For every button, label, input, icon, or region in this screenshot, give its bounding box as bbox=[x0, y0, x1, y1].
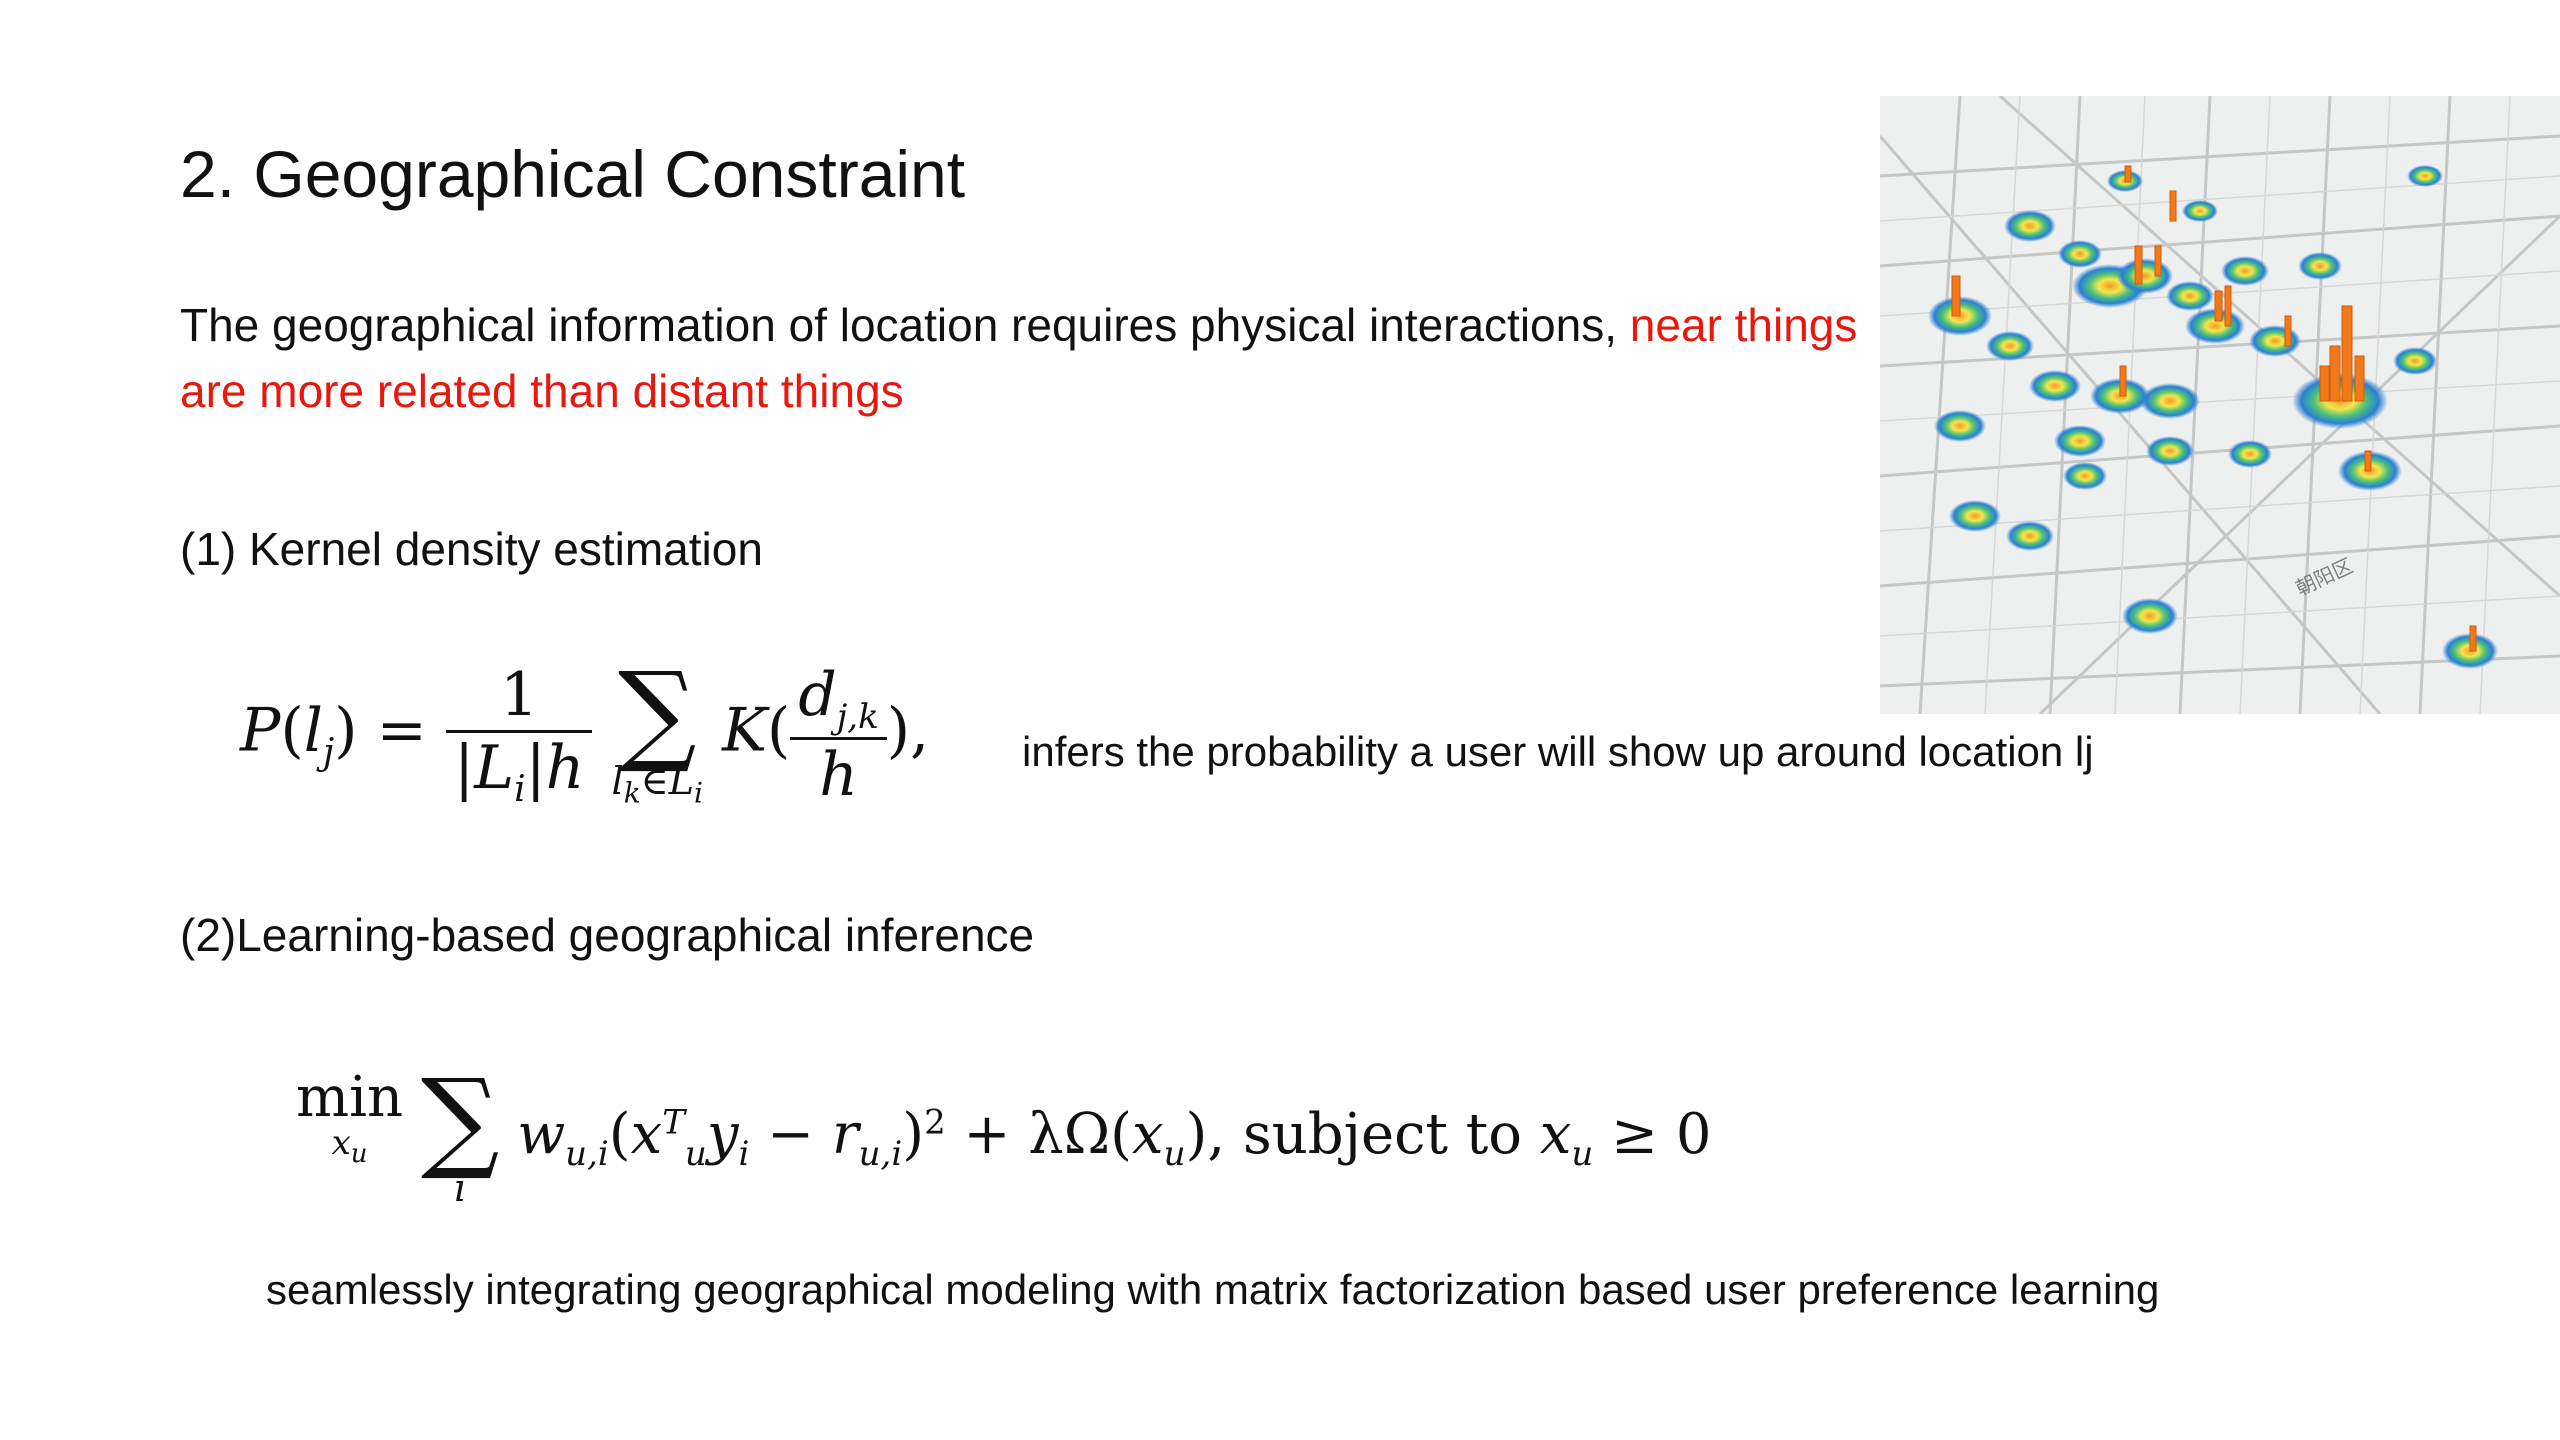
intro-highlight-text: near things are more related than distan… bbox=[180, 299, 1858, 417]
heatmap-city-map-image: 朝阳区 bbox=[1880, 96, 2560, 714]
slide-title: 2. Geographical Constraint bbox=[180, 137, 966, 211]
section2-caption: seamlessly integrating geographical mode… bbox=[266, 1266, 2160, 1313]
section1-heading: (1) Kernel density estimation bbox=[180, 523, 763, 575]
section1-caption: infers the probability a user will show … bbox=[1022, 728, 2094, 775]
intro-text: The geographical information of location… bbox=[180, 299, 1630, 351]
section2-heading: (2)Learning-based geographical inference bbox=[180, 909, 1035, 961]
intro-paragraph: The geographical information of location… bbox=[180, 292, 1860, 424]
